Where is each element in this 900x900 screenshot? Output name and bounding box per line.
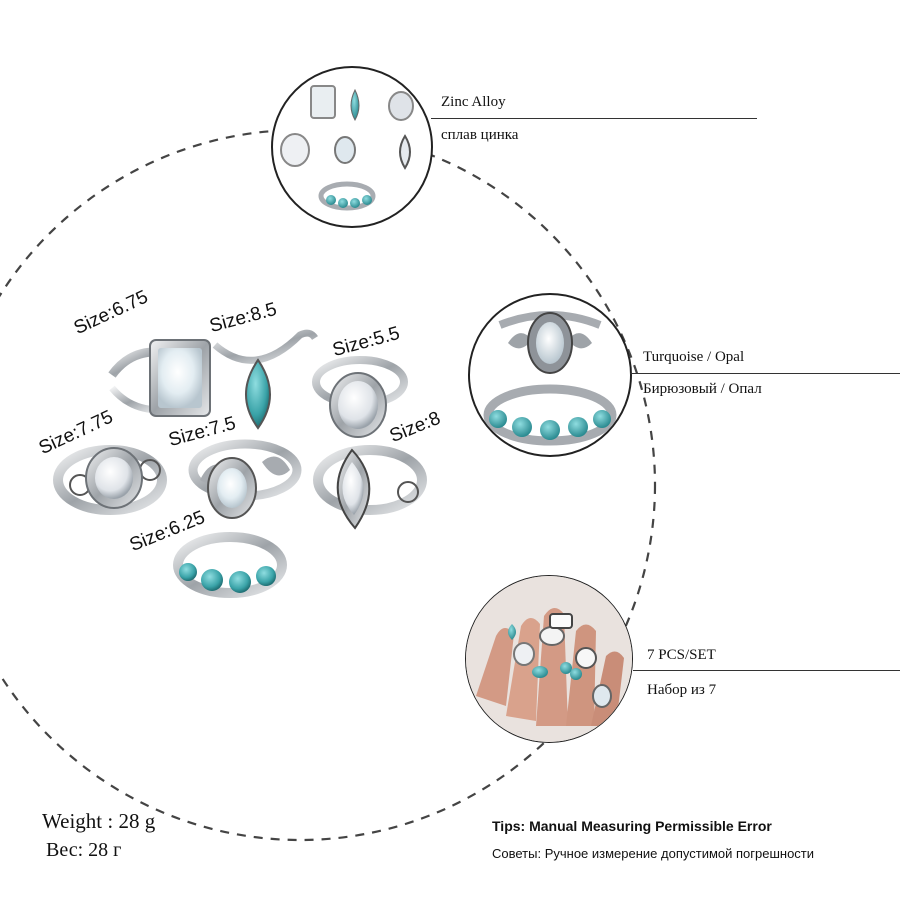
ring-pearl-swirl bbox=[53, 445, 167, 515]
ring-marquise-turquoise bbox=[212, 329, 318, 430]
tips-text-ru: Советы: Ручное измерение допустимой погр… bbox=[492, 846, 815, 861]
detail-photo-worn-on-hand bbox=[465, 575, 633, 743]
caption-divider-1 bbox=[431, 118, 757, 119]
caption-turquoise-opal-ru: Бирюзовый / Опал bbox=[643, 381, 762, 397]
weight-label-en: Weight : 28 g bbox=[42, 809, 156, 833]
tips-text-en: Tips: Manual Measuring Permissible Error bbox=[492, 818, 772, 834]
caption-turquoise-opal-en: Turquoise / Opal bbox=[643, 349, 745, 365]
ring-marquise-swirl bbox=[313, 445, 427, 530]
ring-turquoise-band bbox=[173, 532, 287, 598]
detail-photo-zinc-alloy bbox=[271, 66, 433, 228]
caption-divider-3 bbox=[633, 670, 900, 671]
ring-square-opal bbox=[108, 339, 211, 417]
detail-photo-turquoise-opal bbox=[468, 293, 632, 457]
ring-oval-opal-twisted bbox=[312, 356, 408, 438]
ring-opal-leaves bbox=[188, 439, 302, 519]
caption-zinc-alloy-en: Zinc Alloy bbox=[441, 94, 506, 110]
caption-pcs-set-ru: Набор из 7 bbox=[647, 682, 717, 698]
weight-label-ru: Вес: 28 г bbox=[46, 839, 122, 861]
caption-zinc-alloy-ru: сплав цинка bbox=[441, 127, 519, 143]
caption-pcs-set-en: 7 PCS/SET bbox=[647, 647, 716, 663]
caption-divider-2 bbox=[630, 373, 900, 374]
